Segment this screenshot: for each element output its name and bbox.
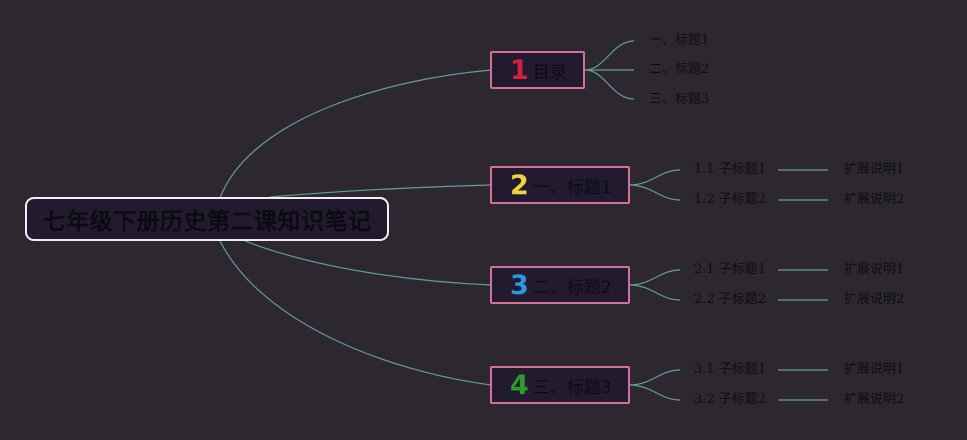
leaf-node-1-2[interactable]: 二、标题2: [649, 62, 709, 78]
leaf-node-4-1[interactable]: 3.1 子标题1: [694, 362, 766, 378]
leaf-label: 一、标题1: [649, 33, 710, 48]
link-branch-2-child-2: [628, 184, 681, 201]
link-root-branch-2: [269, 184, 492, 198]
leaf-label: 1.2 子标题2: [694, 192, 767, 207]
leaf-node-1-3[interactable]: 三、标题3: [649, 92, 709, 108]
leaf-label: 三、标题3: [649, 92, 710, 107]
root-node[interactable]: 七年级下册历史第二课知识笔记: [25, 197, 389, 241]
branch-number-1: 1: [510, 54, 529, 86]
detail-label: 扩展说明1: [844, 262, 905, 277]
leaf-node-3-2[interactable]: 2.2 子标题2: [694, 292, 766, 308]
link-root-branch-4: [219, 240, 492, 386]
link-branch-2-child-1: [628, 169, 681, 186]
branch-label-1: 目录: [532, 62, 567, 83]
branch-label-2: 一、标题1: [532, 177, 612, 198]
link-root-branch-1: [219, 69, 492, 199]
detail-label: 扩展说明2: [844, 192, 905, 207]
branch-label-4: 三、标题3: [532, 377, 612, 398]
leaf-node-3-1[interactable]: 2.1 子标题1: [694, 262, 766, 278]
link-branch-1-child-3: [584, 69, 635, 100]
leaf-label: 二、标题2: [649, 62, 710, 77]
link-branch-3-child-2: [628, 284, 681, 301]
link-branch-1-child-1: [584, 40, 635, 71]
branch-label-3: 二、标题2: [532, 277, 612, 298]
link-branch-4-child-1: [628, 369, 681, 386]
leaf-node-1-1[interactable]: 一、标题1: [649, 33, 709, 49]
branch-node-3[interactable]: 3 二、标题2: [490, 266, 630, 304]
leaf-node-2-2[interactable]: 1.2 子标题2: [694, 192, 766, 208]
detail-node-2-2[interactable]: 扩展说明2: [844, 192, 904, 208]
branch-number-4: 4: [510, 369, 529, 401]
detail-node-4-2[interactable]: 扩展说明2: [844, 392, 904, 408]
root-node-label: 七年级下册历史第二课知识笔记: [42, 209, 372, 235]
leaf-node-2-1[interactable]: 1.1 子标题1: [694, 162, 766, 178]
detail-node-2-1[interactable]: 扩展说明1: [844, 162, 904, 178]
link-branch-4-child-2: [628, 384, 681, 401]
detail-label: 扩展说明2: [844, 292, 905, 307]
branch-node-4[interactable]: 4 三、标题3: [490, 366, 630, 404]
branch-node-2[interactable]: 2 一、标题1: [490, 166, 630, 204]
leaf-label: 2.1 子标题1: [694, 262, 767, 277]
leaf-label: 3.1 子标题1: [694, 362, 767, 377]
detail-label: 扩展说明1: [844, 362, 905, 377]
branch-node-1[interactable]: 1 目录: [490, 51, 585, 89]
branch-number-3: 3: [510, 269, 529, 301]
detail-node-3-1[interactable]: 扩展说明1: [844, 262, 904, 278]
branch-number-2: 2: [510, 169, 529, 201]
leaf-label: 3.2 子标题2: [694, 392, 767, 407]
link-branch-3-child-1: [628, 269, 681, 286]
leaf-label: 1.1 子标题1: [694, 162, 767, 177]
link-root-branch-3: [244, 240, 492, 286]
leaf-label: 2.2 子标题2: [694, 292, 767, 307]
detail-label: 扩展说明1: [844, 162, 905, 177]
detail-node-4-1[interactable]: 扩展说明1: [844, 362, 904, 378]
detail-node-3-2[interactable]: 扩展说明2: [844, 292, 904, 308]
leaf-node-4-2[interactable]: 3.2 子标题2: [694, 392, 766, 408]
detail-label: 扩展说明2: [844, 392, 905, 407]
